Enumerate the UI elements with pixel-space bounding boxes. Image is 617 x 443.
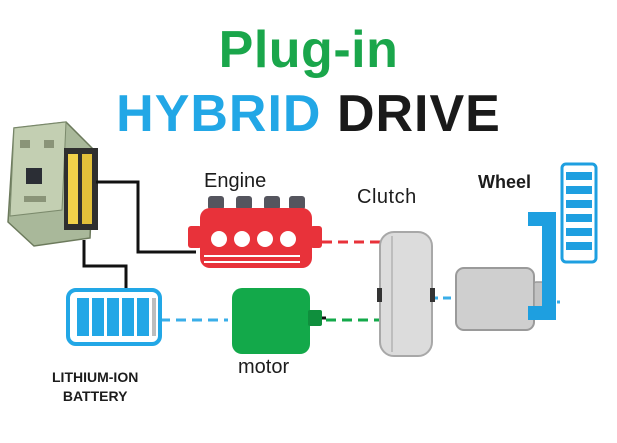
title-hybrid: HYBRID	[116, 85, 322, 143]
battery-label-line1: LITHIUM-ION	[52, 369, 139, 385]
battery-icon	[66, 288, 162, 346]
title-plug-in: Plug-in	[218, 21, 399, 79]
battery-label-line2: BATTERY	[62, 388, 128, 404]
wheel-label: Wheel	[478, 172, 532, 192]
transmission-icon	[455, 267, 545, 331]
title-drive: DRIVE	[336, 85, 501, 143]
clutch-label: Clutch	[357, 186, 417, 208]
battery-label: LITHIUM-ION BATTERY	[52, 368, 138, 406]
engine-icon	[188, 196, 322, 268]
wheel-icon	[528, 162, 598, 320]
title-hybrid-drive: HYBRID DRIVE	[0, 84, 617, 144]
clutch-icon	[377, 231, 435, 357]
motor-icon	[232, 288, 322, 354]
ecu-control-unit-icon	[7, 121, 98, 247]
motor-label: motor	[238, 356, 290, 378]
engine-label: Engine	[204, 170, 267, 192]
